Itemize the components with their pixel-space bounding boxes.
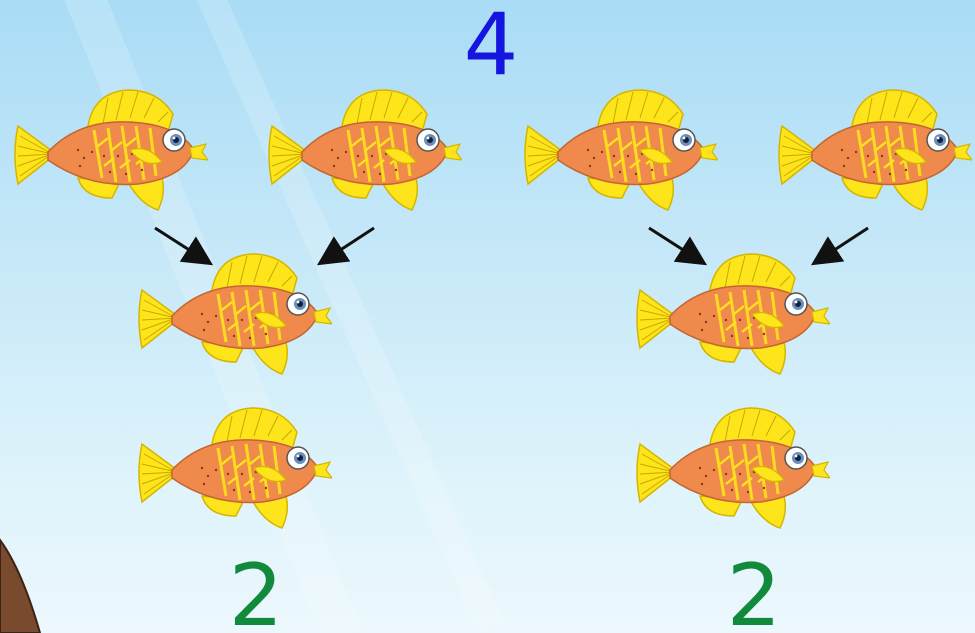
arrow-icon [648,226,708,266]
fish-icon [635,406,830,530]
fish-icon [137,252,332,376]
total-number: 4 [463,0,519,95]
arrow-icon [154,226,214,266]
left-group-number: 2 [228,546,284,633]
fish-icon [137,406,332,530]
fish-icon [635,252,830,376]
arrow-icon [810,226,869,266]
right-group-number: 2 [726,546,782,633]
arrow-icon [316,226,375,266]
